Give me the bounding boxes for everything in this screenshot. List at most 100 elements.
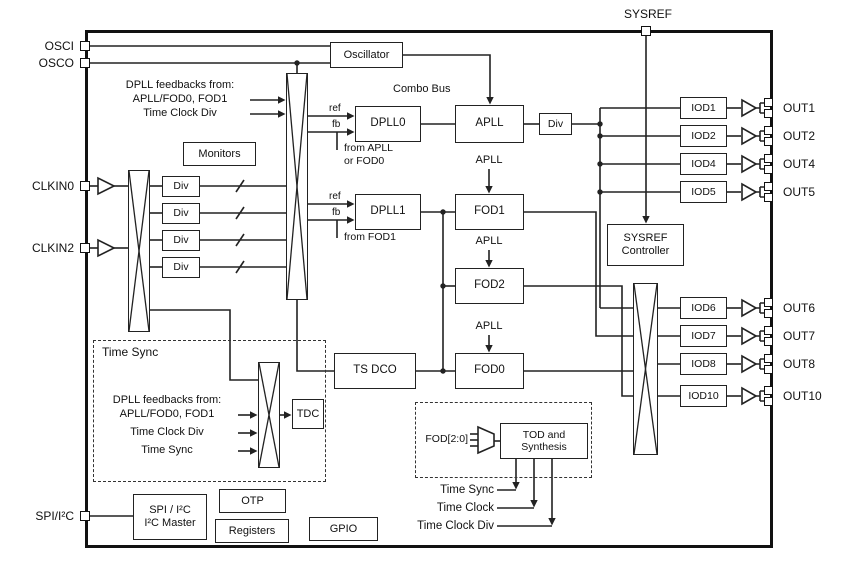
pin-out2-n bbox=[764, 137, 773, 146]
out7-label: OUT7 bbox=[783, 329, 816, 343]
ts-dco-block: TS DCO bbox=[334, 353, 416, 389]
pin-out1-p bbox=[764, 98, 773, 107]
iod4-block: IOD4 bbox=[680, 153, 727, 175]
registers-block: Registers bbox=[215, 519, 289, 543]
out2-buffer-icon bbox=[741, 126, 758, 146]
fod2-block: FOD2 bbox=[455, 268, 524, 304]
otp-block: OTP bbox=[219, 489, 286, 513]
clkin0-label: CLKIN0 bbox=[31, 179, 74, 193]
out5-buffer-icon bbox=[741, 182, 758, 202]
junction-dots bbox=[294, 60, 603, 374]
osco-label: OSCO bbox=[38, 56, 74, 70]
out8-label: OUT8 bbox=[783, 357, 816, 371]
sig-time-clock-div-label: Time Clock Div bbox=[417, 520, 494, 532]
spi-block-line2: I²C Master bbox=[144, 517, 196, 529]
pin-osco bbox=[80, 58, 90, 68]
out4-label: OUT4 bbox=[783, 157, 816, 171]
pin-out4-p bbox=[764, 154, 773, 163]
feedbacks-header: DPLL feedbacks from: bbox=[125, 79, 235, 91]
tdc-block: TDC bbox=[292, 399, 324, 429]
spi-block-line1: SPI / I²C bbox=[149, 504, 191, 517]
out10-label: OUT10 bbox=[783, 389, 822, 403]
out5-label: OUT5 bbox=[783, 185, 816, 199]
clkin2-buffer-icon bbox=[97, 238, 116, 258]
apll-block: APLL bbox=[455, 105, 524, 143]
ts-feedbacks-line3: Time Clock Div bbox=[130, 426, 204, 438]
pin-clkin2 bbox=[80, 243, 90, 253]
time-sync-region bbox=[93, 340, 326, 482]
out2-label: OUT2 bbox=[783, 129, 816, 143]
input-div-block-3: Div bbox=[162, 257, 200, 278]
iod7-block: IOD7 bbox=[680, 325, 727, 347]
dpll0-fb-note-2: or FOD0 bbox=[344, 155, 385, 167]
pin-out1-n bbox=[764, 109, 773, 118]
input-mux bbox=[128, 170, 150, 332]
time-sync-region-title: Time Sync bbox=[102, 345, 159, 359]
pin-clkin0 bbox=[80, 181, 90, 191]
ts-feedbacks-line2: APLL/FOD0, FOD1 bbox=[119, 408, 215, 420]
gpio-block: GPIO bbox=[309, 517, 378, 541]
reference-mux bbox=[286, 73, 308, 300]
sysref-controller-block: SYSREF Controller bbox=[607, 224, 684, 266]
fod-bus-label: FOD[2:0] bbox=[425, 433, 468, 445]
pin-out6-p bbox=[764, 298, 773, 307]
dpll1-ref-label: ref bbox=[329, 191, 341, 202]
pin-out5-p bbox=[764, 182, 773, 191]
time-sync-mux bbox=[258, 362, 280, 468]
out1-label: OUT1 bbox=[783, 101, 816, 115]
osci-label: OSCI bbox=[44, 39, 74, 53]
ts-feedbacks-header: DPLL feedbacks from: bbox=[112, 394, 222, 406]
pin-out7-n bbox=[764, 337, 773, 346]
feedbacks-line3: Time Clock Div bbox=[143, 107, 217, 119]
chip-boundary bbox=[85, 30, 773, 548]
spi-label: SPI/I²C bbox=[35, 509, 74, 523]
sig-time-clock-label: Time Clock bbox=[436, 502, 494, 514]
apll-feed-label-3: APLL bbox=[475, 320, 503, 332]
dpll1-fb-note: from FOD1 bbox=[344, 231, 396, 243]
tod-block: TOD and Synthesis bbox=[500, 423, 588, 459]
pin-out7-p bbox=[764, 326, 773, 335]
pin-spi bbox=[80, 511, 90, 521]
pin-out5-n bbox=[764, 193, 773, 202]
apll-feed-label-2: APLL bbox=[475, 235, 503, 247]
ts-feedbacks-line4: Time Sync bbox=[141, 444, 193, 456]
pin-out4-n bbox=[764, 165, 773, 174]
iod1-block: IOD1 bbox=[680, 97, 727, 119]
fod-selector-icon bbox=[477, 425, 495, 455]
dpll1-fb-label: fb bbox=[332, 207, 341, 218]
iod2-block: IOD2 bbox=[680, 125, 727, 147]
monitors-block: Monitors bbox=[183, 142, 256, 166]
input-div-block-1: Div bbox=[162, 203, 200, 224]
iod8-block: IOD8 bbox=[680, 353, 727, 375]
out4-buffer-icon bbox=[741, 154, 758, 174]
iod10-block: IOD10 bbox=[680, 385, 727, 407]
clkin2-label: CLKIN2 bbox=[31, 241, 74, 255]
pin-out8-n bbox=[764, 365, 773, 374]
spi-block: SPI / I²C I²C Master bbox=[133, 494, 207, 540]
apll-feed-label-1: APLL bbox=[475, 154, 503, 166]
sig-time-sync-label: Time Sync bbox=[440, 484, 494, 496]
feedbacks-line2: APLL/FOD0, FOD1 bbox=[132, 93, 228, 105]
out6-label: OUT6 bbox=[783, 301, 816, 315]
dpll0-ref-label: ref bbox=[329, 103, 341, 114]
out10-buffer-icon bbox=[741, 386, 758, 406]
iod6-block: IOD6 bbox=[680, 297, 727, 319]
pin-sysref bbox=[641, 26, 651, 36]
dpll0-fb-note-1: from APLL bbox=[344, 142, 394, 154]
clkin0-buffer-icon bbox=[97, 176, 116, 196]
input-div-block-2: Div bbox=[162, 230, 200, 251]
combo-bus-label: Combo Bus bbox=[393, 83, 451, 95]
iod5-block: IOD5 bbox=[680, 181, 727, 203]
dpll0-block: DPLL0 bbox=[355, 106, 421, 142]
out8-buffer-icon bbox=[741, 354, 758, 374]
tod-region bbox=[415, 402, 592, 478]
fod0-block: FOD0 bbox=[455, 353, 524, 389]
dpll1-block: DPLL1 bbox=[355, 194, 421, 230]
fod1-block: FOD1 bbox=[455, 194, 524, 230]
pin-out8-p bbox=[764, 354, 773, 363]
sysref-controller-line1: SYSREF bbox=[623, 232, 668, 245]
pin-osci bbox=[80, 41, 90, 51]
output-mux bbox=[633, 283, 658, 455]
